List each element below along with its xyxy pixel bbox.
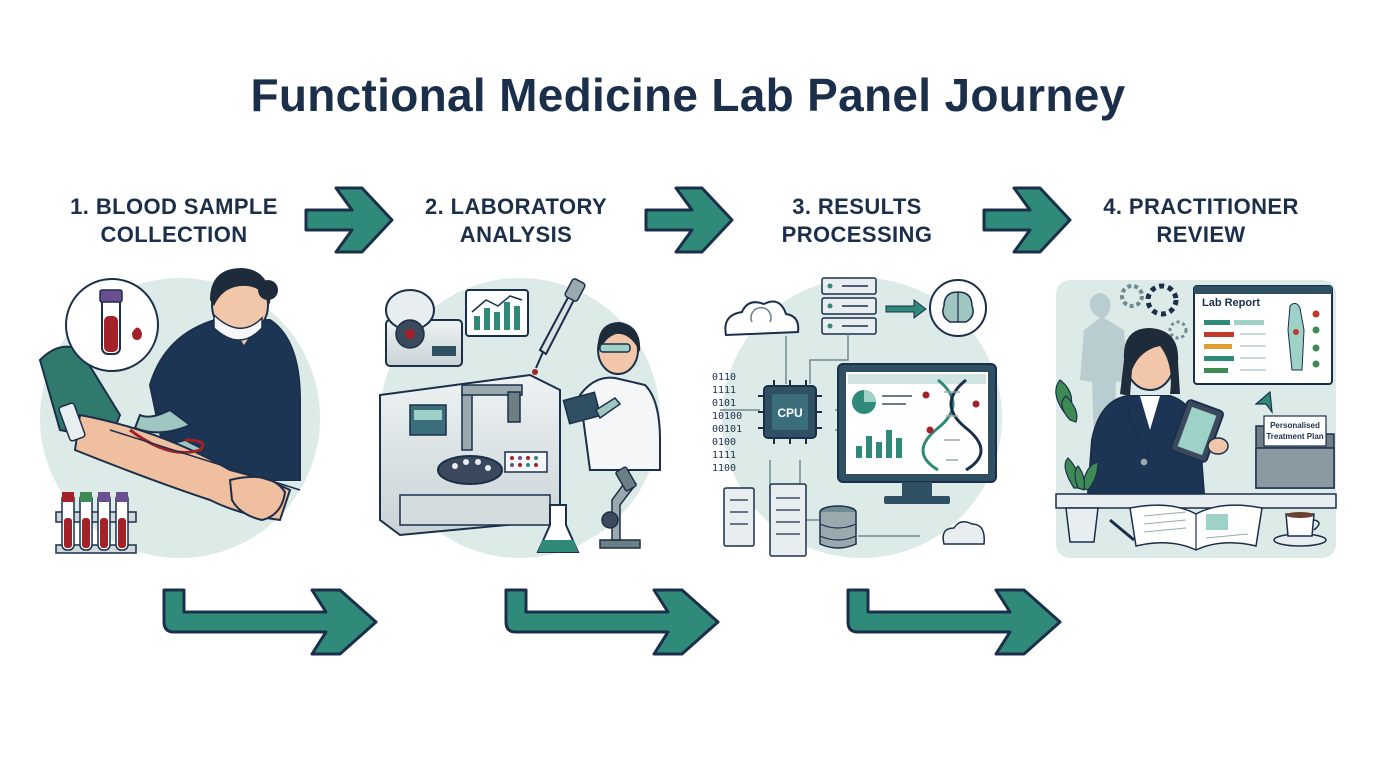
binary-line: 0110 — [712, 372, 736, 383]
step-4-label-line1: 4. PRACTITIONER — [1103, 194, 1299, 219]
step-4-label-line2: REVIEW — [1156, 222, 1246, 247]
cpu-chip: CPU — [758, 380, 822, 444]
step-3-label-line2: PROCESSING — [781, 222, 933, 247]
step-1-label-line1: 1. BLOOD SAMPLE — [70, 194, 278, 219]
laboratory-analysis-illustration — [379, 278, 661, 558]
bottom-arrow-2 — [504, 588, 720, 656]
step-3-label: 3. RESULTS PROCESSING — [727, 193, 987, 249]
binary-line: 1100 — [712, 463, 736, 474]
top-arrow-2 — [644, 186, 734, 254]
top-arrow-3 — [982, 186, 1072, 254]
treatment-plan-line1: Personalised — [1270, 421, 1320, 430]
lab-report-title: Lab Report — [1202, 297, 1260, 309]
step-2-label-line2: ANALYSIS — [459, 222, 573, 247]
blood-collection-illustration — [38, 268, 320, 558]
step-2-label-line1: 2. LABORATORY — [424, 194, 608, 219]
practitioner-review-illustration: Lab Report Personalised Treatment Plan — [1055, 280, 1337, 558]
bottom-arrow-3 — [846, 588, 1062, 656]
binary-line: 1111 — [712, 450, 736, 461]
lab-report-screen: Lab Report — [1193, 285, 1333, 385]
binary-line: 0100 — [712, 437, 736, 448]
step-4-label: 4. PRACTITIONER REVIEW — [1071, 193, 1331, 249]
binary-line: 10100 — [712, 411, 742, 422]
treatment-plan-line2: Treatment Plan — [1266, 432, 1323, 441]
bottom-arrow-1 — [162, 588, 378, 656]
step-1-label: 1. BLOOD SAMPLE COLLECTION — [44, 193, 304, 249]
binary-line: 00101 — [712, 424, 742, 435]
cpu-label: CPU — [777, 406, 802, 420]
page-title: Functional Medicine Lab Panel Journey — [250, 69, 1126, 121]
step-2-label: 2. LABORATORY ANALYSIS — [386, 193, 646, 249]
results-processing-illustration: 0110 1111 0101 10100 00101 0100 1111 110… — [712, 277, 1002, 558]
binary-line: 0101 — [712, 398, 736, 409]
binary-line: 1111 — [712, 385, 736, 396]
step-3-label-line1: 3. RESULTS — [792, 194, 922, 219]
top-arrow-1 — [304, 186, 394, 254]
step-1-label-line2: COLLECTION — [100, 222, 248, 247]
